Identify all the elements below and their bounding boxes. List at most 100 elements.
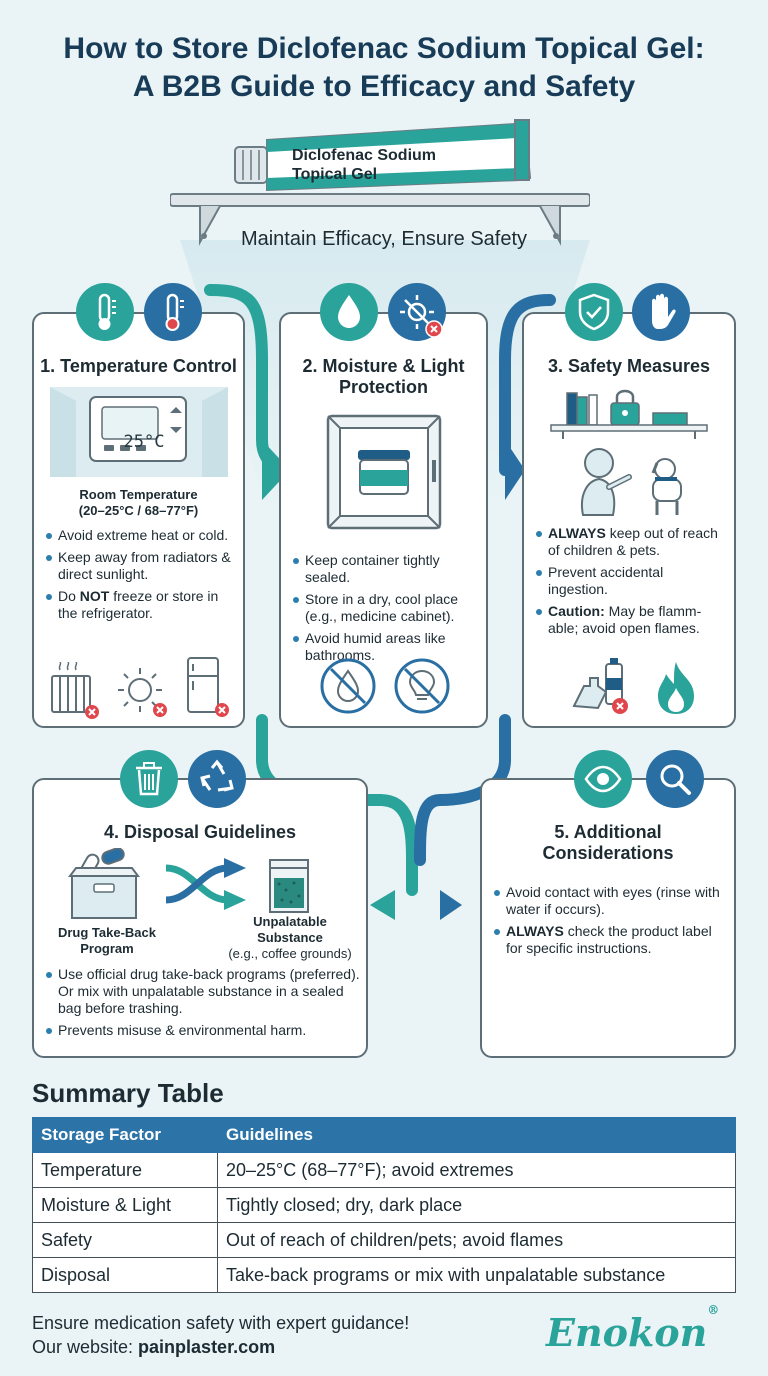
thermometer-icon <box>98 293 116 330</box>
eye-badge <box>574 750 632 808</box>
brand-name: Enokon <box>546 1310 708 1355</box>
card-safety: 3. Safety Measures ALWAYS kee <box>522 312 736 728</box>
list-item: Keep container tightly sealed. <box>291 552 476 586</box>
tagline: Maintain Efficacy, Ensure Safety <box>240 228 528 250</box>
card-additional-title-line-1: 5. Additional <box>554 822 662 842</box>
table-cell: Temperature <box>32 1152 218 1188</box>
radiator-icon <box>51 662 99 719</box>
takeback-box-icon <box>68 848 140 919</box>
thermostat-illustration <box>49 387 228 477</box>
bullet-text: freeze or store in the refrigerator. <box>58 588 219 621</box>
water-drop-badge <box>320 283 378 341</box>
bullet-text: check the product label for specific ins… <box>506 923 712 956</box>
shield-check-icon <box>578 293 610 331</box>
moisture-bullets: Keep container tightly sealed. Store in … <box>291 552 476 664</box>
list-item: Keep away from radiators & direct sunlig… <box>44 549 233 583</box>
list-item: Avoid contact with eyes (rinse with wate… <box>492 884 724 918</box>
list-item: Prevents misuse & environmental harm. <box>44 1022 360 1039</box>
table-cell: Take-back programs or mix with unpalatab… <box>217 1257 736 1293</box>
tube-label-line-2: Topical Gel <box>292 166 378 183</box>
card-moisture-title-line-1: 2. Moisture & Light <box>302 356 465 376</box>
bullet-emphasis: ALWAYS <box>548 525 606 541</box>
shelf-lock-icon <box>550 389 708 439</box>
card-moisture: 2. Moisture & Light Protection Keep cont… <box>279 312 488 728</box>
column-header: Storage Factor <box>32 1117 218 1153</box>
unpalatable-label-line-3: (e.g., coffee grounds) <box>228 946 352 961</box>
unpalatable-label: Unpalatable Substance (e.g., coffee grou… <box>220 914 360 962</box>
cabinet-icon <box>326 414 441 530</box>
card-additional: 5. Additional Considerations Avoid conta… <box>480 778 736 1058</box>
magnifier-badge <box>646 750 704 808</box>
no-sun-badge <box>388 283 446 341</box>
card-disposal-title: 4. Disposal Guidelines <box>103 822 297 842</box>
child-pet-icon <box>581 448 682 516</box>
magnifier-icon <box>660 764 691 795</box>
disposal-bullets: Use official drug take-back programs (pr… <box>44 966 360 1044</box>
trash-badge <box>120 750 178 808</box>
table-cell: Out of reach of children/pets; avoid fla… <box>217 1222 736 1258</box>
table-cell: Tightly closed; dry, dark place <box>217 1187 736 1223</box>
additional-bullets: Avoid contact with eyes (rinse with wate… <box>492 884 724 957</box>
no-drop-icon <box>320 658 376 714</box>
card-temperature-title: 1. Temperature Control <box>40 356 237 376</box>
no-touch-icon <box>572 658 628 714</box>
registered-mark: ® <box>707 1303 720 1318</box>
table-row: Disposal Take-back programs or mix with … <box>32 1257 736 1293</box>
card-additional-title-line-2: Considerations <box>542 843 674 863</box>
card-disposal: 4. Disposal Guidelines Drug Take-Back <box>32 778 368 1058</box>
footer: Ensure medication safety with expert gui… <box>32 1311 409 1359</box>
brand-logo: Enokon® <box>546 1303 719 1355</box>
list-item: ALWAYS check the product label for speci… <box>492 923 724 957</box>
table-cell: Disposal <box>32 1257 218 1293</box>
summary-table: Storage Factor Guidelines Temperature 20… <box>32 1117 736 1293</box>
title-line-1: How to Store Diclofenac Sodium Topical G… <box>63 32 705 65</box>
website-link[interactable]: painplaster.com <box>138 1337 276 1357</box>
bullet-text: Do <box>58 588 80 604</box>
column-header: Guidelines <box>217 1117 736 1153</box>
footer-line-2: Our website: painplaster.com <box>32 1335 409 1359</box>
table-cell: 20–25°C (68–77°F); avoid extremes <box>217 1152 736 1188</box>
table-cell: Safety <box>32 1222 218 1258</box>
list-item: ALWAYS keep out of reach of children & p… <box>534 525 724 559</box>
title-line-2: A B2B Guide to Efficacy and Safety <box>132 70 636 103</box>
bullet-text: May be flamm-able; avoid open flames. <box>548 603 702 636</box>
temperature-bullets: Avoid extreme heat or cold. Keep away fr… <box>44 527 233 622</box>
thermometer-icon <box>165 293 184 331</box>
fridge-icon <box>187 657 229 717</box>
gel-tube-on-shelf <box>170 119 590 246</box>
split-arrows-icon <box>165 858 246 910</box>
list-item: Store in a dry, cool place (e.g., medici… <box>291 591 476 625</box>
card-safety-title: 3. Safety Measures <box>547 356 711 376</box>
card-temperature: 1. Temperature Control 25°C Room Tempera… <box>32 312 245 728</box>
flame-icon <box>658 662 694 714</box>
unpalatable-label-line-1: Unpalatable <box>253 914 327 929</box>
recycle-badge <box>188 750 246 808</box>
tube-label: Diclofenac Sodium Topical Gel <box>292 146 436 184</box>
tube-label-line-1: Diclofenac Sodium <box>292 147 437 164</box>
table-cell: Moisture & Light <box>32 1187 218 1223</box>
hand-stop-icon <box>652 293 676 329</box>
list-item: Avoid humid areas like bathrooms. <box>291 630 476 664</box>
temperature-subtitle-line-2: (20–25°C / 68–77°F) <box>78 503 199 518</box>
footer-website-label: Our website: <box>32 1337 139 1357</box>
table-row: Moisture & Light Tightly closed; dry, da… <box>32 1187 736 1223</box>
summary-title: Summary Table <box>32 1078 224 1108</box>
hand-badge <box>632 283 690 341</box>
takeback-label-line-2: Program <box>80 941 134 956</box>
page-title: How to Store Diclofenac Sodium Topical G… <box>0 30 768 106</box>
card-moisture-title: 2. Moisture & Light Protection <box>281 356 486 398</box>
thermometer-badge-2 <box>144 283 202 341</box>
thermometer-badge-1 <box>76 283 134 341</box>
water-drop-icon <box>338 295 360 328</box>
eye-icon <box>584 765 622 793</box>
sealed-bag-icon <box>269 859 309 913</box>
recycle-icon <box>200 759 234 792</box>
no-bulb-icon <box>394 658 450 714</box>
thermostat-display: 25°C <box>123 432 165 452</box>
list-item: Caution: May be flamm-able; avoid open f… <box>534 603 724 637</box>
bullet-emphasis: Caution: <box>548 603 605 619</box>
table-row: Safety Out of reach of children/pets; av… <box>32 1222 736 1258</box>
list-item: Prevent accidental ingestion. <box>534 564 724 598</box>
bullet-emphasis: ALWAYS <box>506 923 564 939</box>
list-item: Avoid extreme heat or cold. <box>44 527 233 544</box>
